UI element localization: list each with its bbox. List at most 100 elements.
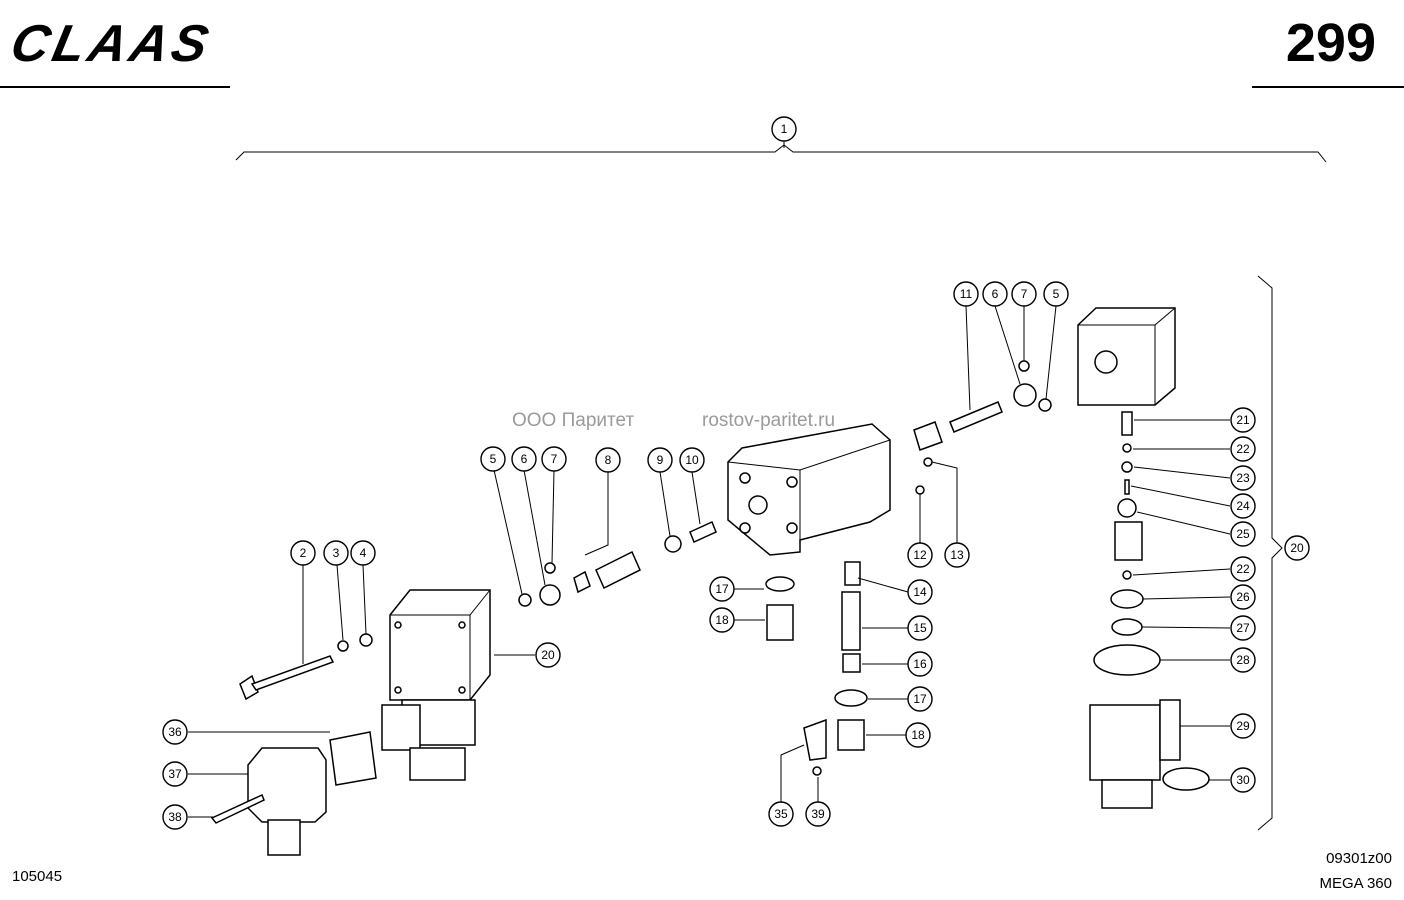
svg-text:18: 18 <box>715 613 729 627</box>
svg-text:37: 37 <box>168 767 182 781</box>
svg-text:26: 26 <box>1236 590 1250 604</box>
callout-17-bottom: 17 <box>907 686 933 712</box>
callout-6: 6 <box>511 446 537 472</box>
svg-text:16: 16 <box>913 657 927 671</box>
callout-22: 22 <box>1230 436 1256 462</box>
callout-29: 29 <box>1230 713 1256 739</box>
callout-2: 2 <box>290 540 316 566</box>
svg-text:14: 14 <box>913 585 927 599</box>
svg-text:15: 15 <box>913 621 927 635</box>
callout-16: 16 <box>907 651 933 677</box>
piston <box>913 421 943 451</box>
svg-text:23: 23 <box>1236 471 1250 485</box>
callout-5-right: 5 <box>1043 281 1069 307</box>
callout-21: 21 <box>1230 407 1256 433</box>
callout-30: 30 <box>1230 767 1256 793</box>
leader-lines <box>188 140 1231 818</box>
svg-text:5: 5 <box>490 452 497 466</box>
callout-9: 9 <box>647 447 673 473</box>
svg-text:11: 11 <box>960 287 973 301</box>
callout-39: 39 <box>805 801 831 827</box>
fitting-18-bottom <box>837 719 865 751</box>
spring-11 <box>949 401 1003 433</box>
header-rule-left <box>0 86 230 88</box>
callout-10: 10 <box>679 447 705 473</box>
svg-text:2: 2 <box>300 546 307 560</box>
callout-8: 8 <box>595 447 621 473</box>
svg-text:21: 21 <box>1236 413 1250 427</box>
callout-17-top: 17 <box>709 576 735 602</box>
seal-9 <box>664 535 682 553</box>
svg-text:22: 22 <box>1236 442 1250 456</box>
washer-3 <box>337 640 349 652</box>
sleeve <box>573 570 591 594</box>
svg-text:24: 24 <box>1236 499 1250 513</box>
svg-text:4: 4 <box>360 546 367 560</box>
seal-7 <box>544 562 556 574</box>
callout-35: 35 <box>768 801 794 827</box>
svg-text:28: 28 <box>1236 653 1250 667</box>
svg-text:20: 20 <box>1290 541 1304 555</box>
callout-7: 7 <box>541 446 567 472</box>
fitting-18-top <box>766 604 794 641</box>
page-number: 299 <box>1285 13 1376 73</box>
pin-14 <box>844 561 861 586</box>
spring-10 <box>689 520 717 544</box>
callout-6-right: 6 <box>982 281 1008 307</box>
callout-26: 26 <box>1230 584 1256 610</box>
callout-18-top: 18 <box>709 607 735 633</box>
plug-13 <box>923 457 933 467</box>
callout-27: 27 <box>1230 615 1256 641</box>
watermark-company: ООО Паритет <box>512 410 635 431</box>
fitting-35 <box>803 718 827 761</box>
assembly-brace <box>235 144 1327 163</box>
drawing-code: 09301z00 <box>1326 850 1392 867</box>
svg-text:27: 27 <box>1236 621 1250 635</box>
svg-text:9: 9 <box>657 453 664 467</box>
svg-text:3: 3 <box>333 546 340 560</box>
subassembly-brace <box>1257 275 1283 831</box>
svg-text:22: 22 <box>1236 562 1250 576</box>
svg-text:12: 12 <box>913 548 927 562</box>
callout-11: 11 <box>953 281 979 307</box>
bolt-2 <box>239 655 335 701</box>
callout-1: 1 <box>771 116 797 142</box>
svg-text:25: 25 <box>1236 527 1250 541</box>
model-name: MEGA 360 <box>1319 875 1392 892</box>
svg-text:30: 30 <box>1236 773 1250 787</box>
callout-12: 12 <box>907 542 933 568</box>
connector-plug <box>210 731 377 856</box>
washer-4 <box>359 633 373 647</box>
seal-17-bottom <box>834 689 868 707</box>
seal-5-right <box>1038 398 1052 412</box>
svg-text:17: 17 <box>715 582 729 596</box>
watermark-site: rostov-paritet.ru <box>702 410 836 431</box>
seal-6 <box>539 584 561 606</box>
callout-7-right: 7 <box>1011 281 1037 307</box>
spool-8 <box>595 550 641 590</box>
callout-14: 14 <box>907 579 933 605</box>
svg-text:36: 36 <box>168 725 182 739</box>
svg-text:13: 13 <box>950 548 964 562</box>
svg-text:5: 5 <box>1053 287 1060 301</box>
callout-20-right: 20 <box>1284 535 1310 561</box>
svg-text:7: 7 <box>1021 287 1028 301</box>
svg-text:38: 38 <box>168 810 182 824</box>
callout-37: 37 <box>162 761 188 787</box>
svg-text:35: 35 <box>774 807 788 821</box>
sleeve-16 <box>842 653 861 673</box>
callout-13: 13 <box>944 542 970 568</box>
valve-block <box>727 423 891 556</box>
seal-6-right <box>1013 383 1037 407</box>
svg-text:39: 39 <box>811 807 825 821</box>
svg-text:1: 1 <box>781 122 788 136</box>
seal-39 <box>812 766 822 776</box>
drawing-reference: 105045 <box>12 868 63 885</box>
plug-12 <box>915 485 925 495</box>
callout-15: 15 <box>907 615 933 641</box>
seal-17-top <box>765 576 795 592</box>
callout-4: 4 <box>350 540 376 566</box>
callout-24: 24 <box>1230 493 1256 519</box>
callout-23: 23 <box>1230 465 1256 491</box>
